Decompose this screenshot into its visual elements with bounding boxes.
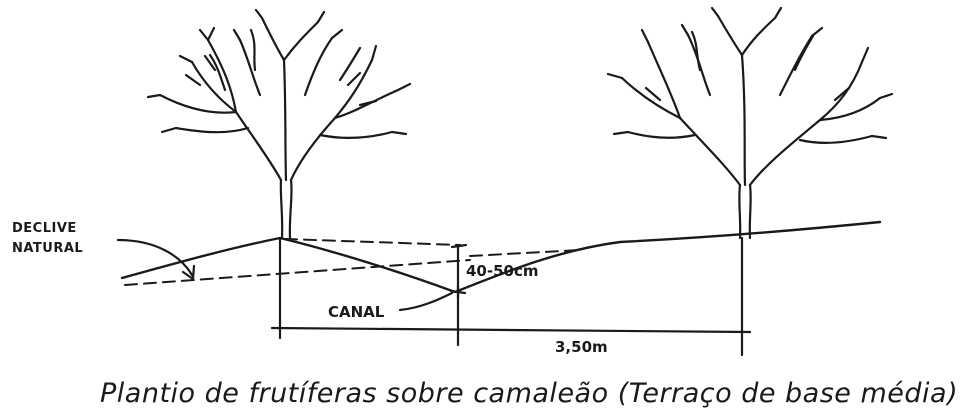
- ground-profile: [120, 220, 882, 294]
- left-tree: [146, 8, 412, 240]
- slope-label-line1: DECLIVE: [12, 221, 77, 236]
- slope-label-line2: NATURAL: [12, 241, 83, 256]
- dashed-lines: [124, 238, 581, 286]
- slope-arrow: [116, 238, 196, 281]
- right-tree: [606, 6, 894, 240]
- canal-arrow: [398, 291, 454, 312]
- caption: Plantio de frutíferas sobre camaleão (Te…: [100, 378, 958, 409]
- canal-label: CANAL: [328, 303, 385, 321]
- measure-lines: [270, 236, 752, 357]
- spacing-label: 3,50m: [555, 338, 608, 356]
- depth-label: 40-50cm: [466, 262, 539, 280]
